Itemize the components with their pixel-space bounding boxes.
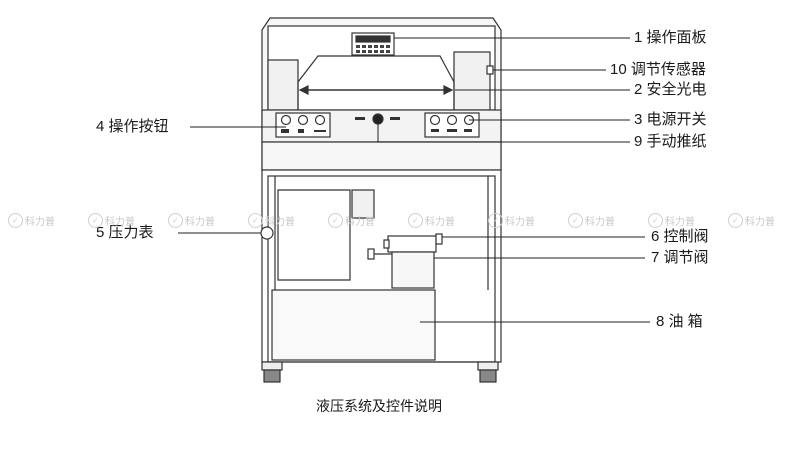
- watermark-text: 科力普: [265, 216, 295, 228]
- watermark-logo-icon: ✓: [648, 212, 663, 228]
- label-manual-push-paper: 9 手动推纸: [634, 133, 707, 150]
- left-side-block: [267, 59, 299, 111]
- watermark-logo-icon: ✓: [328, 212, 343, 228]
- photocell-frame: [297, 55, 455, 110]
- watermark-logo-icon: ✓: [728, 212, 743, 228]
- photocell-arrow-right: [443, 85, 454, 95]
- watermark-text: 科力普: [425, 216, 455, 228]
- label-safety-photocell: 2 安全光电: [634, 81, 707, 98]
- photocell-arrow-left: [298, 85, 309, 95]
- adjust-sensor-knob: [486, 65, 494, 75]
- watermark-logo-icon: ✓: [168, 212, 183, 228]
- left-button-2: [297, 114, 309, 126]
- watermark-text: 科力普: [745, 216, 775, 228]
- watermark-text: 科力普: [185, 216, 215, 228]
- watermark-mark: ✓科力普: [728, 210, 775, 230]
- label-control-valve: 6 控制阀: [651, 228, 709, 245]
- right-foot: [477, 361, 499, 371]
- label-regulating-valve: 7 调节阀: [651, 249, 709, 266]
- watermark-text: 科力普: [585, 216, 615, 228]
- label-operation-panel: 1 操作面板: [634, 29, 707, 46]
- watermark-logo-icon: ✓: [88, 212, 103, 228]
- watermark-mark: ✓科力普: [168, 210, 215, 230]
- right-side-block: [453, 51, 491, 111]
- diagram-caption: 液压系统及控件说明: [316, 398, 442, 414]
- watermark-mark: ✓科力普: [88, 210, 135, 230]
- lower-band: [261, 141, 502, 171]
- control-valve-body: [387, 235, 437, 253]
- left-button-1: [280, 114, 292, 126]
- manual-push-knob: [372, 113, 384, 125]
- watermark-mark: ✓科力普: [568, 210, 615, 230]
- right-button-1: [429, 114, 441, 126]
- right-button-2: [446, 114, 458, 126]
- label-oil-tank: 8 油 箱: [656, 313, 703, 330]
- watermark-logo-icon: ✓: [488, 212, 503, 228]
- left-button-3: [314, 114, 326, 126]
- watermark-logo-icon: ✓: [408, 212, 423, 228]
- watermark-text: 科力普: [665, 216, 695, 228]
- watermark-mark: ✓科力普: [8, 210, 55, 230]
- watermark-text: 科力普: [105, 216, 135, 228]
- label-adjust-sensor: 10 调节传感器: [610, 61, 706, 78]
- watermark-mark: ✓科力普: [328, 210, 375, 230]
- watermark-logo-icon: ✓: [8, 212, 23, 228]
- watermark-mark: ✓科力普: [648, 210, 695, 230]
- oil-tank-body: [271, 289, 436, 361]
- callout-line-9: [377, 124, 630, 143]
- watermark-mark: ✓科力普: [488, 210, 535, 230]
- regulating-valve-body: [391, 251, 435, 289]
- left-foot: [261, 361, 283, 371]
- watermark-mark: ✓科力普: [408, 210, 455, 230]
- watermark-text: 科力普: [25, 216, 55, 228]
- watermark-text: 科力普: [505, 216, 535, 228]
- watermark-logo-icon: ✓: [568, 212, 583, 228]
- inner-bracket: [277, 189, 351, 281]
- label-power-switch: 3 电源开关: [634, 111, 707, 128]
- watermark-text: 科力普: [345, 216, 375, 228]
- label-pressure-gauge: 5 压力表: [96, 224, 154, 241]
- watermark-logo-icon: ✓: [248, 212, 263, 228]
- label-operation-button: 4 操作按钮: [96, 118, 169, 135]
- watermark-mark: ✓科力普: [248, 210, 295, 230]
